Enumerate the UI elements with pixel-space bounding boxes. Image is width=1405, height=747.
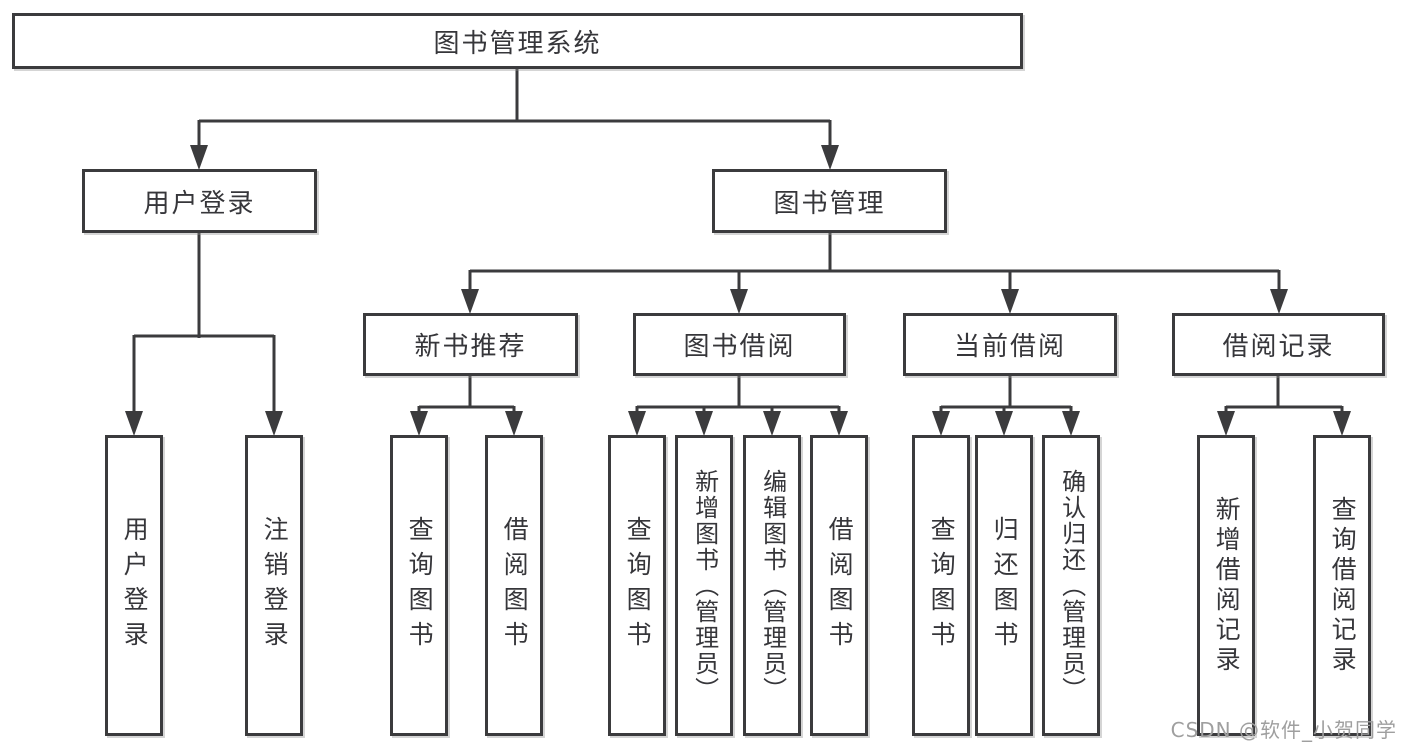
node-user-login: 用户登录 — [82, 169, 317, 233]
leaf-label: 归还图书 — [990, 515, 1020, 656]
node-book-borrow: 图书借阅 — [633, 313, 846, 376]
node-label: 用户登录 — [143, 188, 256, 219]
leaf-add-book-admin: 新增图书（管理员） — [675, 435, 733, 736]
connector-edges — [132, 69, 1344, 413]
leaf-return-books: 归还图书 — [975, 435, 1033, 736]
leaf-label: 新增图书（管理员） — [690, 468, 719, 703]
leaf-label: 查询图书 — [405, 515, 435, 656]
csdn-watermark: CSDN @软件_小贺同学 — [1170, 718, 1397, 742]
leaf-query-borrow-record: 查询借阅记录 — [1313, 435, 1371, 736]
node-label: 新书推荐 — [414, 332, 527, 362]
leaf-borrow-books: 借阅图书 — [810, 435, 868, 736]
leaf-label: 用户登录 — [120, 515, 150, 656]
leaf-label: 新增借阅记录 — [1212, 495, 1242, 676]
node-label: 借阅记录 — [1222, 332, 1335, 362]
leaf-label: 借阅图书 — [825, 515, 855, 656]
leaf-confirm-return-admin: 确认归还（管理员） — [1042, 435, 1100, 736]
leaf-label: 查询图书 — [623, 515, 653, 656]
leaf-borrow-books-recommend: 借阅图书 — [485, 435, 543, 736]
leaf-label: 确认归还（管理员） — [1057, 468, 1086, 703]
leaf-query-books-borrow: 查询图书 — [608, 435, 666, 736]
leaf-label: 借阅图书 — [500, 515, 530, 656]
node-borrow-records: 借阅记录 — [1172, 313, 1385, 376]
leaf-user-login: 用户登录 — [105, 435, 163, 736]
leaf-label: 查询图书 — [927, 515, 957, 656]
node-label: 当前借阅 — [953, 332, 1066, 362]
node-label: 图书管理 — [773, 188, 886, 219]
node-label: 图书管理系统 — [433, 28, 602, 59]
node-library-system: 图书管理系统 — [12, 13, 1023, 69]
leaf-add-borrow-record: 新增借阅记录 — [1197, 435, 1255, 736]
arrowhead-icons — [125, 145, 1351, 436]
leaf-label: 注销登录 — [260, 515, 290, 656]
node-label: 图书借阅 — [683, 332, 796, 362]
leaf-query-books-current: 查询图书 — [912, 435, 970, 736]
leaf-edit-book-admin: 编辑图书（管理员） — [743, 435, 801, 736]
leaf-label: 编辑图书（管理员） — [758, 468, 787, 703]
node-current-borrow: 当前借阅 — [903, 313, 1117, 376]
leaf-logout: 注销登录 — [245, 435, 303, 736]
node-book-management: 图书管理 — [712, 169, 947, 233]
leaf-query-books-recommend: 查询图书 — [390, 435, 448, 736]
leaf-label: 查询借阅记录 — [1328, 495, 1358, 676]
node-new-book-recommend: 新书推荐 — [363, 313, 578, 376]
